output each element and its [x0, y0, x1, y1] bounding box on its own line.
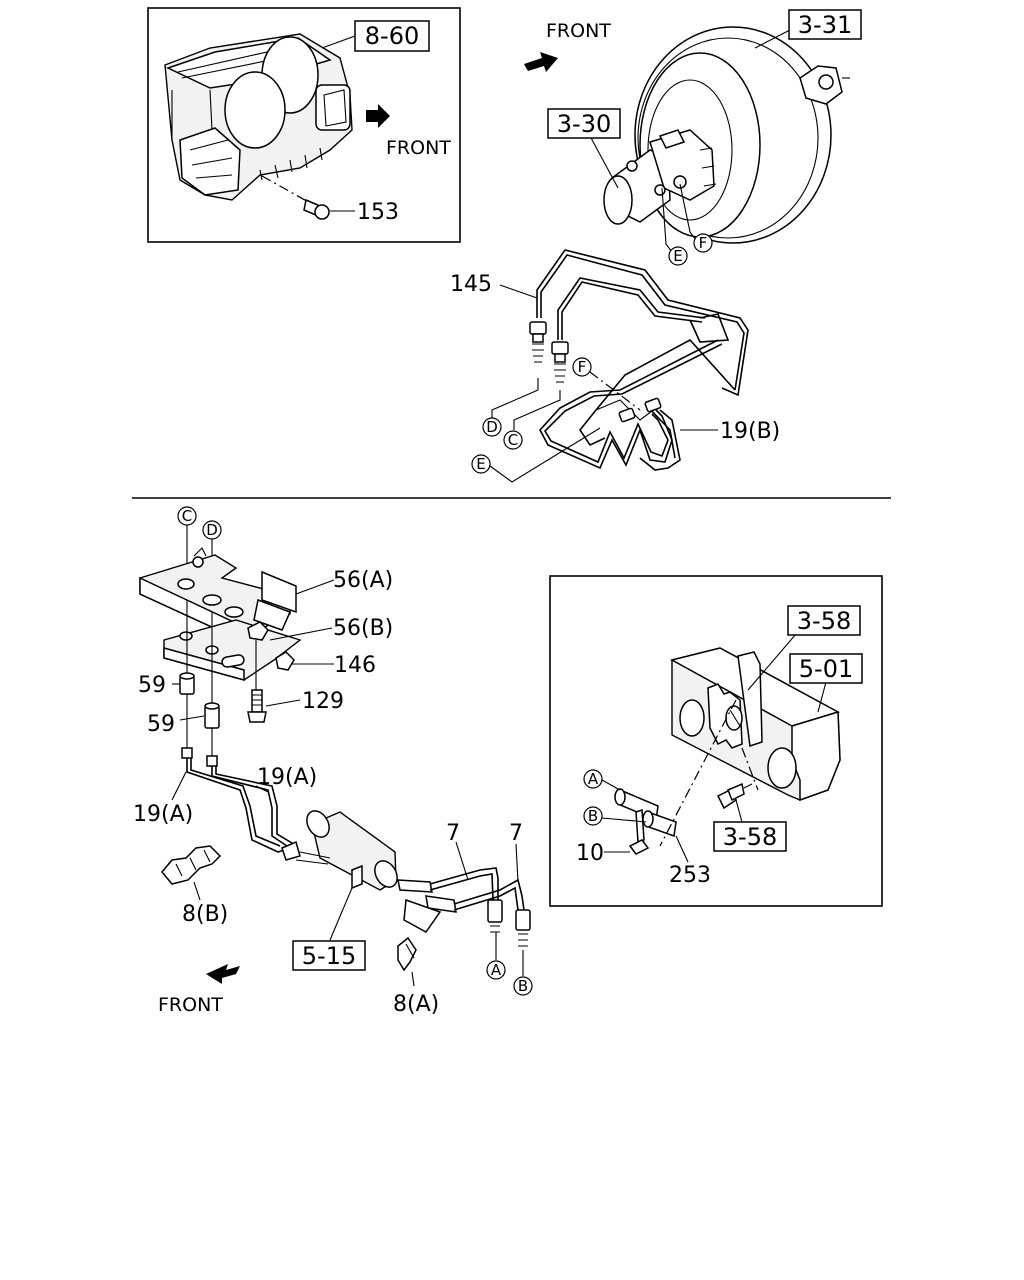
circle-c-bracket-label: C — [182, 507, 192, 525]
front-arrow-icon — [206, 964, 240, 984]
ref-box-3-58-top — [787, 605, 861, 636]
ref-box-3-58-bottom — [713, 821, 787, 852]
circle-b-inset — [583, 806, 603, 826]
circle-f-top-label: F — [699, 234, 708, 252]
heater-unit-drawing — [164, 33, 353, 201]
bracket-drawing — [139, 547, 531, 972]
part-7-left-label: 7 — [446, 821, 460, 846]
part-59-top-label: 59 — [138, 673, 166, 698]
circle-e-pipes-label: E — [476, 455, 485, 473]
brake-booster-drawing — [603, 26, 850, 244]
part-19a-left-label: 19(A) — [133, 802, 193, 827]
circle-d-pipes — [482, 417, 502, 437]
ref-box-3-30 — [547, 108, 621, 139]
front-arrow-icon — [524, 52, 558, 72]
part-253-label: 253 — [669, 863, 711, 888]
part-146-label: 146 — [334, 653, 376, 678]
circle-f-pipes-label: F — [578, 358, 587, 376]
ref-box-3-58-bottom-label: 3-58 — [723, 823, 777, 851]
circle-d-pipes-label: D — [486, 418, 498, 436]
circle-e-top — [668, 246, 688, 266]
ref-box-8-60-label: 8-60 — [365, 22, 419, 50]
circle-b-hose — [513, 976, 533, 996]
part-10-label: 10 — [576, 841, 604, 866]
frame-bracket-drawing — [614, 647, 841, 855]
ref-box-5-01 — [789, 653, 863, 684]
ref-box-5-15-label: 5-15 — [302, 942, 356, 970]
inset-frame-lower-right — [549, 575, 883, 907]
circle-b-hose-label: B — [518, 977, 528, 995]
top-left-inset: 8-60 FRONT 153 — [147, 7, 461, 243]
circle-c-pipes — [503, 430, 523, 450]
circle-d-bracket-label: D — [206, 521, 218, 539]
ref-box-5-15 — [292, 940, 366, 971]
part-129-label: 129 — [302, 689, 344, 714]
circle-a-hose-label: A — [491, 961, 502, 979]
circle-a-inset — [583, 769, 603, 789]
bolt-153-icon — [303, 198, 330, 220]
brake-pipes-group: 145 F D C E 19(B) — [450, 249, 780, 483]
front-label-lower: FRONT — [158, 994, 223, 1016]
part-7-right-label: 7 — [509, 821, 523, 846]
top-right-booster: FRONT 3-31 3-30 — [524, 9, 862, 266]
circle-e-top-label: E — [673, 247, 682, 265]
part-59-bottom-label: 59 — [147, 712, 175, 737]
front-arrow-icon — [366, 104, 390, 128]
circle-b-inset-label: B — [588, 807, 598, 825]
ref-box-3-30-label: 3-30 — [557, 110, 611, 138]
inset-frame-top-left — [147, 7, 461, 243]
brake-pipe-drawing — [529, 249, 749, 471]
circle-e-pipes — [471, 454, 491, 474]
part-8b-label: 8(B) — [182, 902, 228, 927]
front-label-top-right: FRONT — [546, 20, 611, 42]
part-19b-label: 19(B) — [720, 419, 780, 444]
part-56a-label: 56(A) — [333, 568, 393, 593]
part-56b-label: 56(B) — [333, 616, 393, 641]
circle-f-top — [693, 233, 713, 253]
part-145-label: 145 — [450, 272, 492, 297]
lower-right-inset: 3-58 5-01 A B 3-58 10 253 — [549, 575, 883, 907]
circle-a-hose — [486, 960, 506, 980]
ref-box-3-31-label: 3-31 — [798, 11, 852, 39]
circle-c-pipes-label: C — [508, 431, 518, 449]
part-153-label: 153 — [357, 200, 399, 225]
ref-box-5-01-label: 5-01 — [799, 655, 853, 683]
part-8a-label: 8(A) — [393, 992, 439, 1017]
front-label-top-left: FRONT — [386, 137, 451, 159]
ref-box-8-60 — [354, 20, 430, 52]
circle-f-pipes — [572, 357, 592, 377]
part-19a-right-label: 19(A) — [257, 765, 317, 790]
circle-a-inset-label: A — [588, 770, 599, 788]
lower-left-group: C D — [133, 506, 533, 1017]
ref-box-3-58-top-label: 3-58 — [797, 607, 851, 635]
ref-box-3-31 — [788, 9, 862, 40]
